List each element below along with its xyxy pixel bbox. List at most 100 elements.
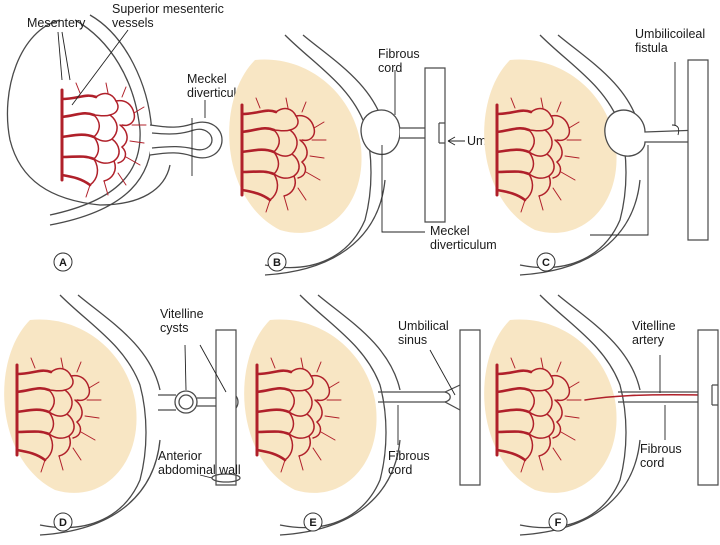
vessel-branch: [510, 357, 516, 369]
vessel-branch: [129, 140, 145, 144]
panel-badge-letter: D: [59, 517, 67, 529]
vessel-branch: [60, 112, 96, 119]
abdominal-wall: [424, 67, 446, 223]
vessel-branch: [568, 121, 580, 129]
vessel-branch: [288, 367, 314, 392]
meckel-diverticulum-lumen: [151, 128, 213, 151]
vessel-branch: [103, 160, 116, 182]
vessel-branch: [495, 430, 531, 436]
gut-wall-outline: [317, 294, 401, 391]
meckel-leader: [381, 145, 425, 233]
abdominal-wall: [215, 329, 237, 486]
vessel-branch: [554, 139, 563, 163]
vessel-branch: [255, 97, 261, 109]
vessel-branch: [75, 82, 81, 94]
vessel-branch: [93, 136, 100, 160]
vessel-branch: [285, 97, 289, 109]
vessel-branch: [309, 155, 325, 159]
mesentery-leader-2: [61, 31, 71, 81]
cysts-leader: [184, 344, 187, 391]
mesenteric-vessel-network: [240, 97, 327, 213]
vessel-branch: [265, 199, 271, 213]
vessel-branch: [495, 170, 531, 176]
vessel-branch: [93, 114, 100, 138]
gut-wall-outline: [557, 294, 641, 391]
vessel-branch: [60, 357, 64, 369]
vessel-branch: [528, 367, 554, 392]
vessel-branch: [105, 82, 109, 94]
gut-wall-outline-lower: [279, 439, 401, 536]
wall-leader: [199, 474, 213, 479]
vessel-branch: [15, 387, 51, 394]
panel-b: FibrouscordUmbilicusMeckeldiverticulumB: [229, 34, 521, 276]
vessel-branch: [115, 99, 136, 127]
vessel-branch: [40, 459, 46, 473]
vessel-branch: [269, 173, 279, 201]
vessel-branch: [121, 86, 127, 98]
cord-segment: [197, 397, 218, 407]
vessel-branch: [552, 187, 562, 201]
vessel-branch: [552, 421, 562, 439]
vessel-branch: [283, 175, 296, 197]
vessel-branch: [240, 170, 276, 176]
vessel-branch: [495, 188, 527, 202]
vessel-branch: [538, 435, 551, 457]
vessel-branch: [560, 431, 576, 441]
vessel-branch: [80, 431, 96, 441]
meckel-diverticulum: [360, 109, 401, 155]
vessel-branch: [133, 106, 145, 114]
mesentery-fan: [244, 319, 377, 493]
umbilicoileal-fistula-tract: [604, 109, 701, 157]
vessel-branch: [540, 97, 544, 109]
panel-badge-letter: F: [555, 517, 562, 529]
vessel-branch: [255, 387, 291, 394]
vessel-branch: [103, 180, 109, 196]
vessel-branch: [495, 369, 533, 376]
panel-badge-circle: [548, 512, 568, 532]
mesentery-fan: [484, 319, 617, 493]
abdominal-wall: [687, 59, 709, 241]
ileum-loop-outline: [49, 19, 141, 216]
umbilical-sinus: [444, 391, 451, 403]
vessel-branch: [314, 399, 323, 423]
ileum-outline: [519, 34, 627, 269]
gut-wall-outline-lower: [519, 439, 641, 536]
vessel-branch: [538, 195, 544, 211]
vessel-branch: [528, 151, 535, 175]
vessel-branch: [312, 421, 322, 439]
vessel-branch: [538, 175, 551, 197]
vessel-branch: [280, 459, 286, 473]
vessel-branch: [60, 173, 92, 187]
vessel-branch: [44, 433, 54, 461]
vessel-branch: [240, 127, 276, 134]
vessel-branch: [568, 381, 580, 389]
vessel-branch: [564, 155, 580, 159]
vessel-branch: [300, 357, 304, 369]
vessel-branch: [528, 389, 535, 413]
vessel-branch: [255, 430, 291, 436]
vessel-branch: [72, 421, 82, 439]
mesentery-fan: [229, 59, 362, 233]
fistula-opening: [671, 124, 680, 136]
vitelline-cyst-lumen: [178, 394, 194, 410]
vessel-branch: [528, 107, 554, 132]
panel-badge-circle: [53, 512, 73, 532]
panel-badge-letter: C: [542, 257, 550, 269]
vessel-branch: [495, 148, 531, 154]
panel-badge-letter: A: [59, 257, 67, 269]
vessel-branch: [312, 447, 322, 461]
panel-badge-letter: B: [273, 257, 281, 269]
vessel-branch: [305, 171, 321, 181]
vessel-branch: [255, 408, 291, 414]
vessel-branch: [89, 158, 99, 186]
vessel-branch: [552, 161, 562, 179]
mesentery-fan: [4, 319, 137, 493]
panel-badge-letter: E: [309, 517, 316, 529]
